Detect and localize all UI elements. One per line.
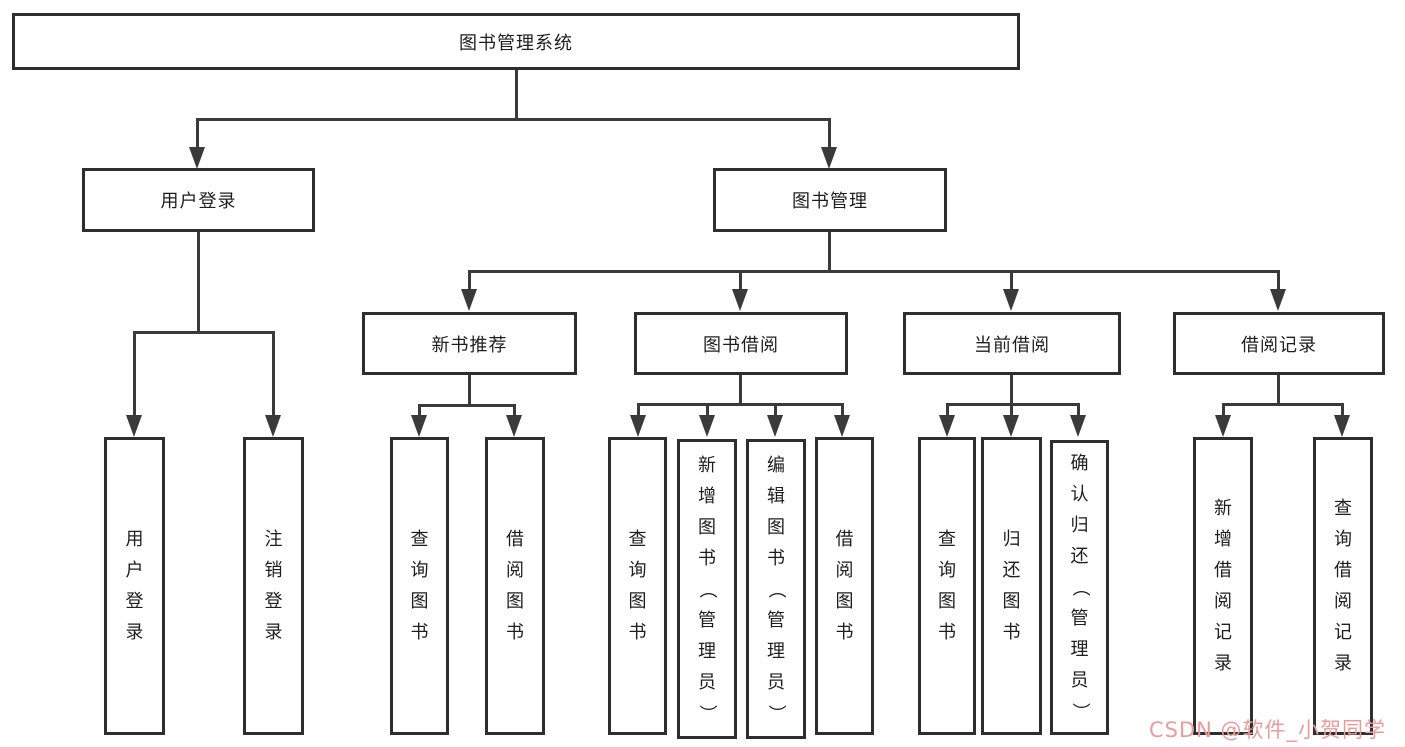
connector-line <box>468 270 471 290</box>
arrow-down-icon <box>939 415 955 437</box>
connector-line <box>774 403 777 417</box>
arrow-down-icon <box>126 415 142 437</box>
connector-line <box>1277 270 1280 290</box>
connector-line <box>418 404 516 407</box>
connector-line <box>946 403 949 417</box>
node-new-book-rec: 新书推荐 <box>362 312 577 375</box>
connector-line <box>1010 270 1013 290</box>
leaf-borrow-edit: 编辑图书（管理员） <box>746 439 806 739</box>
leaf-current-query: 查询图书 <box>918 437 976 735</box>
connector-line <box>828 118 831 149</box>
leaf-records-query: 查询借阅记录 <box>1313 437 1373 735</box>
leaf-user-login: 用户登录 <box>104 437 165 735</box>
connector-line <box>513 404 516 417</box>
leaf-logout: 注销登录 <box>243 437 304 735</box>
connector-line <box>515 70 518 120</box>
connector-line <box>1222 403 1225 417</box>
node-book-borrow: 图书借阅 <box>634 312 848 375</box>
arrow-down-icon <box>461 289 477 311</box>
connector-line <box>272 331 275 416</box>
connector-line <box>196 118 199 149</box>
arrow-down-icon <box>630 415 646 437</box>
leaf-borrow-add: 新增图书（管理员） <box>677 439 737 739</box>
leaf-borrow-borrow: 借阅图书 <box>815 437 874 735</box>
connector-line <box>197 232 200 333</box>
node-book-mgmt: 图书管理 <box>713 168 947 232</box>
connector-line <box>637 403 640 417</box>
leaf-records-add: 新增借阅记录 <box>1193 437 1253 735</box>
node-current-borrow: 当前借阅 <box>903 312 1121 375</box>
connector-line <box>706 403 709 417</box>
connector-line <box>133 331 274 334</box>
connector-line <box>196 118 831 121</box>
arrow-down-icon <box>834 415 850 437</box>
connector-line <box>1277 375 1280 405</box>
arrow-down-icon <box>1270 289 1286 311</box>
connector-line <box>1222 403 1344 406</box>
connector-line <box>468 375 471 406</box>
connector-line <box>739 375 742 405</box>
connector-line <box>1341 403 1344 417</box>
leaf-current-return: 归还图书 <box>981 437 1042 735</box>
arrow-down-icon <box>1003 289 1019 311</box>
watermark-text: CSDN @软件_小贺同学 <box>1149 718 1387 742</box>
leaf-newbook-borrow: 借阅图书 <box>485 437 545 735</box>
arrow-down-icon <box>1070 415 1086 437</box>
node-root: 图书管理系统 <box>12 13 1020 70</box>
arrow-down-icon <box>189 147 205 169</box>
connector-line <box>1077 403 1080 417</box>
connector-line <box>133 331 136 416</box>
arrow-down-icon <box>767 415 783 437</box>
connector-line <box>739 270 742 290</box>
connector-line <box>418 404 421 417</box>
leaf-newbook-query: 查询图书 <box>390 437 449 735</box>
node-borrow-records: 借阅记录 <box>1173 312 1385 375</box>
arrow-down-icon <box>1334 415 1350 437</box>
arrow-down-icon <box>411 415 427 437</box>
arrow-down-icon <box>265 415 281 437</box>
arrow-down-icon <box>506 415 522 437</box>
connector-line <box>468 270 1280 273</box>
arrow-down-icon <box>699 415 715 437</box>
connector-line <box>637 403 844 406</box>
connector-line <box>841 403 844 417</box>
connector-line <box>1010 403 1013 417</box>
connector-line <box>1010 375 1013 405</box>
arrow-down-icon <box>1003 415 1019 437</box>
arrow-down-icon <box>1215 415 1231 437</box>
leaf-current-confirm: 确认归还（管理员） <box>1050 440 1109 735</box>
arrow-down-icon <box>821 147 837 169</box>
leaf-borrow-query: 查询图书 <box>608 437 667 735</box>
arrow-down-icon <box>732 289 748 311</box>
node-user-login: 用户登录 <box>82 168 315 232</box>
connector-line <box>828 232 831 273</box>
